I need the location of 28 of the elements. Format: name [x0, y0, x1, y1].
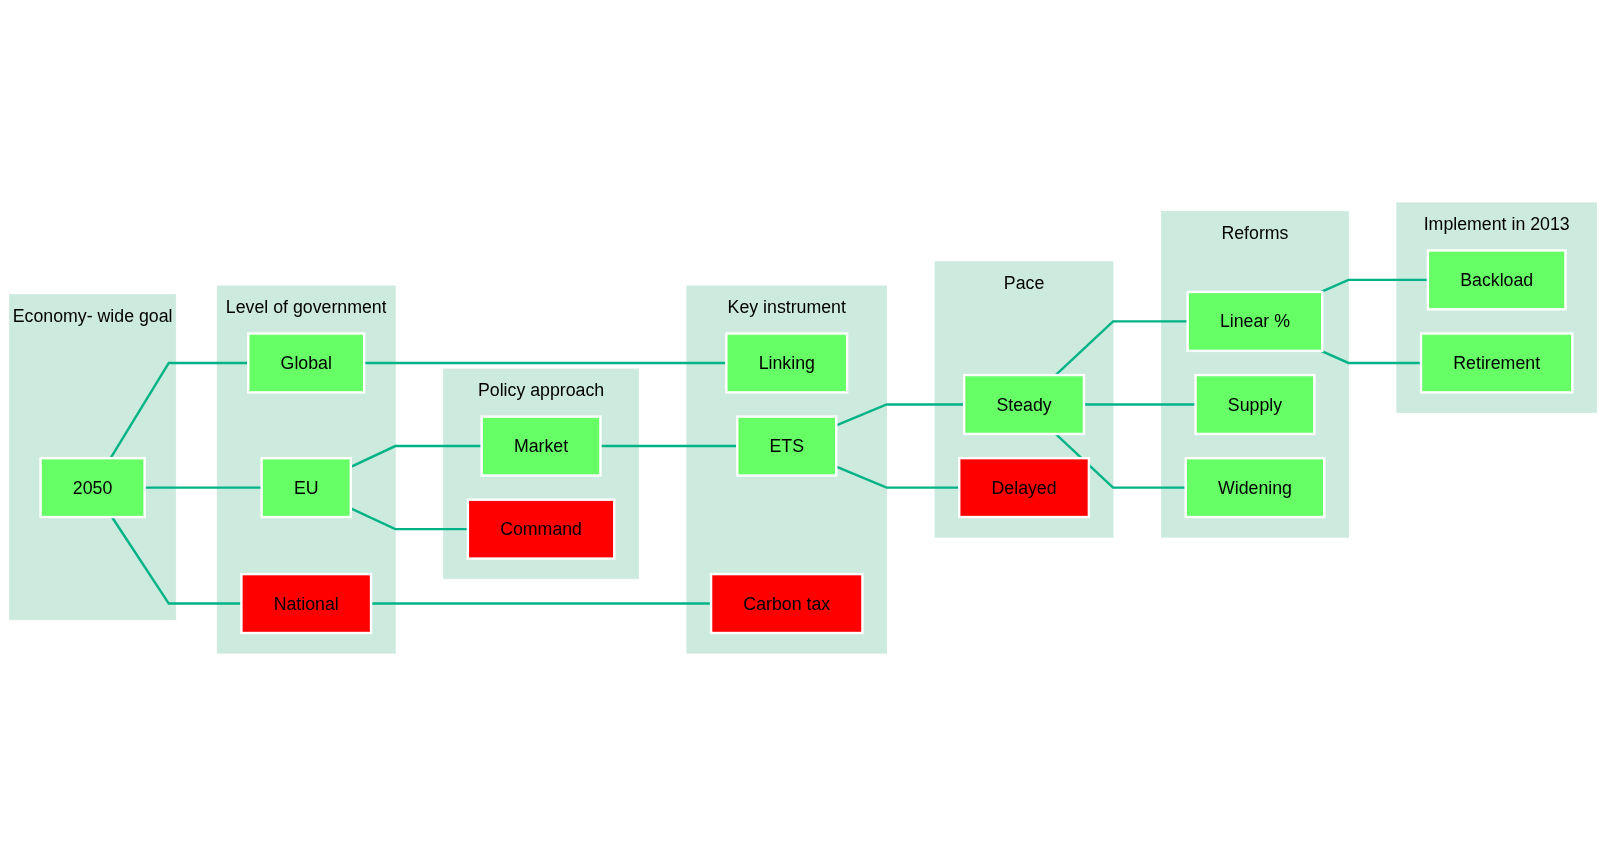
node-box: Global — [246, 332, 365, 394]
connector — [1054, 320, 1188, 376]
connector — [363, 361, 726, 365]
node-box: ETS — [735, 415, 837, 477]
node-box: Retirement — [1419, 332, 1574, 394]
node-box: Carbon tax — [709, 572, 864, 635]
node-box: Command — [466, 498, 615, 560]
connector — [1320, 278, 1428, 294]
node-box: Linear % — [1185, 290, 1323, 353]
node-box: Backload — [1426, 249, 1567, 311]
connector — [835, 465, 959, 489]
node-box: National — [239, 572, 372, 635]
node-box: 2050 — [38, 456, 146, 519]
connector — [1054, 433, 1186, 489]
node-box: Market — [479, 415, 602, 477]
connector — [144, 486, 262, 489]
connector — [109, 361, 248, 459]
node-box: Widening — [1183, 456, 1325, 519]
node-box: Steady — [962, 373, 1085, 436]
node-box: Supply — [1193, 373, 1316, 436]
connector — [1083, 403, 1196, 406]
connector — [370, 602, 711, 605]
connector — [1320, 349, 1421, 365]
node-box: Delayed — [957, 456, 1090, 519]
node-box: EU — [259, 456, 352, 519]
connector — [599, 444, 737, 448]
node-box: Linking — [724, 332, 848, 394]
connector — [835, 403, 964, 427]
